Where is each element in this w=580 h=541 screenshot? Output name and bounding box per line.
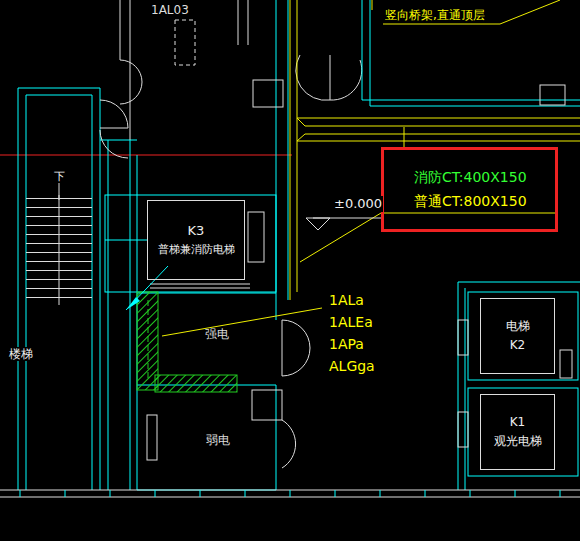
node-title: 强电 [205, 327, 229, 342]
elevation-mark [306, 218, 381, 230]
note-text: 竖向桥架,直通顶层 [384, 8, 486, 22]
circuit-name: ALGga [328, 358, 376, 375]
note-box: 消防CT:400X150 普通CT:800X150 [381, 147, 558, 232]
panel-name: 1AL03 [150, 3, 190, 17]
cable-tray-run [162, 0, 580, 336]
wall-ticks [20, 490, 560, 497]
node-text: 普梯兼消防电梯 [158, 243, 235, 257]
stair-walls [18, 88, 137, 490]
stair-steps [26, 195, 92, 305]
node-title: 弱电 [206, 433, 230, 448]
elevator-car: 电梯 K2 [480, 298, 555, 374]
tray-centerline [148, 300, 149, 380]
cable-tray [155, 375, 237, 392]
axis-line [0, 155, 292, 156]
node-title: K1 [510, 415, 526, 430]
node-text: K2 [510, 338, 526, 353]
room-box: 弱电 [160, 392, 275, 489]
circuit-name: 1APa [328, 336, 365, 353]
circuit-name: 1ALEa [328, 314, 374, 331]
elevation-text: ±0.000 [333, 196, 383, 212]
node-text: 普通CT:800X150 [414, 193, 527, 211]
node-title: K3 [188, 223, 205, 239]
stair-arrow [59, 182, 60, 200]
room-name: 楼梯 [8, 347, 34, 361]
walls [362, 0, 580, 106]
node-text: 观光电梯 [494, 434, 542, 449]
node-title: 消防CT:400X150 [414, 169, 527, 187]
elevator-car: K1 观光电梯 [480, 394, 555, 470]
elevator-car: K3 普梯兼消防电梯 [147, 200, 245, 280]
door-swing [100, 0, 248, 158]
room-walls [137, 0, 288, 490]
elevator-shaft [458, 282, 580, 490]
door-swing [147, 55, 362, 468]
stair-direction: 下 [53, 170, 66, 183]
outer-wall [0, 490, 580, 497]
leader-arrow [126, 297, 140, 310]
room-box: 强电 [158, 294, 275, 374]
node-title: 电梯 [506, 319, 530, 334]
circuit-name: 1ALa [328, 292, 365, 309]
elevator-shaft [105, 195, 276, 292]
stair-handrail [59, 195, 60, 305]
